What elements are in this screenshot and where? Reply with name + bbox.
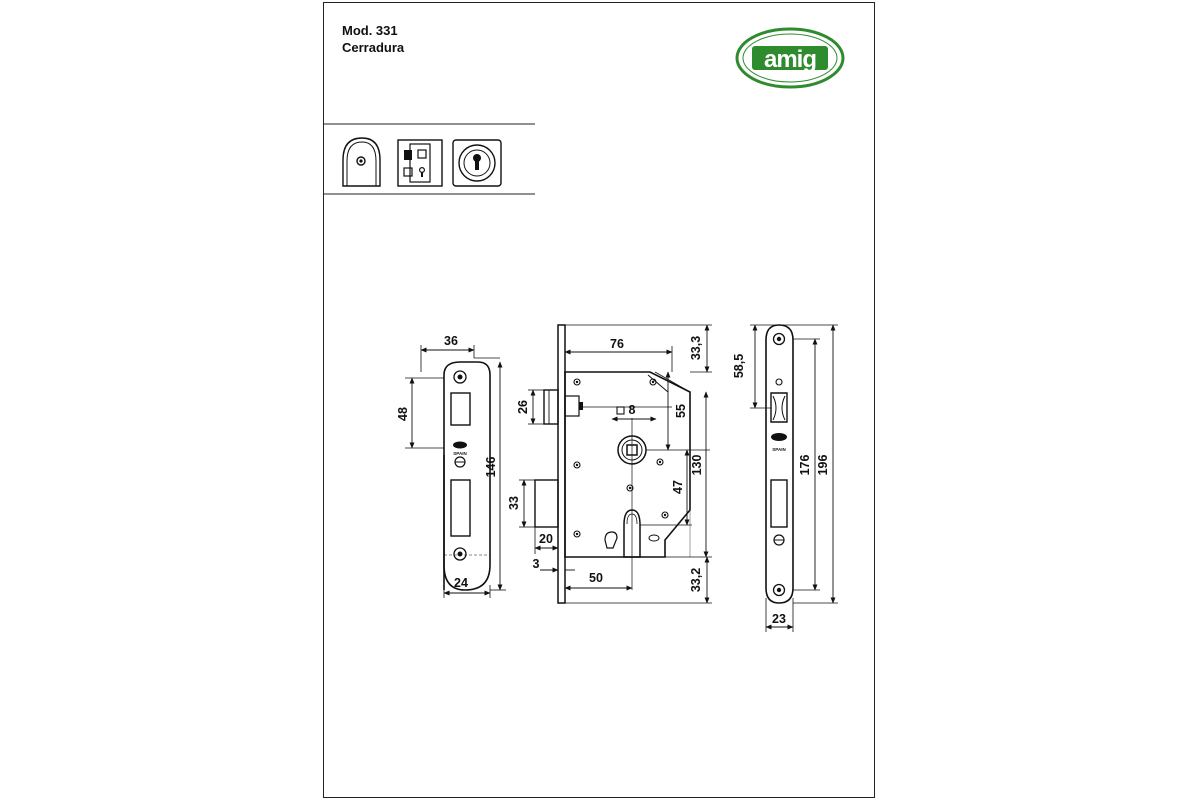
dim-case-depth: 76	[610, 337, 624, 351]
strike-plate-view: SPAIN	[443, 361, 491, 591]
dim-bolt-height: 33	[507, 496, 521, 510]
dim-strike-total-height: 146	[484, 457, 498, 478]
round-faceplate-icon	[342, 137, 381, 187]
model-title: Mod. 331	[342, 23, 398, 38]
dim-front-latch-offset: 58,5	[732, 354, 746, 378]
dim-center-distance: 130	[690, 455, 704, 476]
dim-front-width: 23	[772, 612, 786, 626]
dim-cylinder-distance: 47	[671, 480, 685, 494]
dim-spindle-offset: 55	[674, 404, 688, 418]
dim-spindle-square: 8	[629, 403, 636, 417]
dim-faceplate-thickness: 3	[533, 557, 540, 571]
front-faceplate-view: SPAIN	[765, 324, 794, 604]
logo-wordmark: amig	[764, 46, 816, 73]
dim-strike-bottom-width: 24	[454, 576, 468, 590]
dim-strike-width: 36	[444, 334, 458, 348]
lock-body-view	[534, 324, 691, 604]
dim-top-offset: 33,3	[689, 336, 703, 360]
strike-dimension-lines	[405, 345, 506, 598]
euro-cylinder-rose-icon	[452, 139, 502, 187]
dim-front-inner-height: 176	[798, 455, 812, 476]
dim-latch-height: 26	[516, 400, 530, 414]
dim-bottom-offset: 33,2	[689, 568, 703, 592]
dim-front-total-height: 196	[816, 455, 830, 476]
dim-bolt-throw: 20	[539, 532, 553, 546]
product-title: Cerradura	[342, 40, 405, 55]
strike-spain-mark: SPAIN	[453, 451, 466, 456]
mortise-lock-icon	[397, 139, 443, 187]
lock-body-dimension-lines	[519, 324, 712, 604]
amig-logo: amig	[735, 27, 845, 89]
page-border	[323, 2, 875, 798]
front-spain-mark: SPAIN	[772, 447, 785, 452]
front-dimension-lines	[750, 324, 838, 632]
dim-backset: 50	[589, 571, 603, 585]
dim-strike-latch-height: 48	[396, 407, 410, 421]
